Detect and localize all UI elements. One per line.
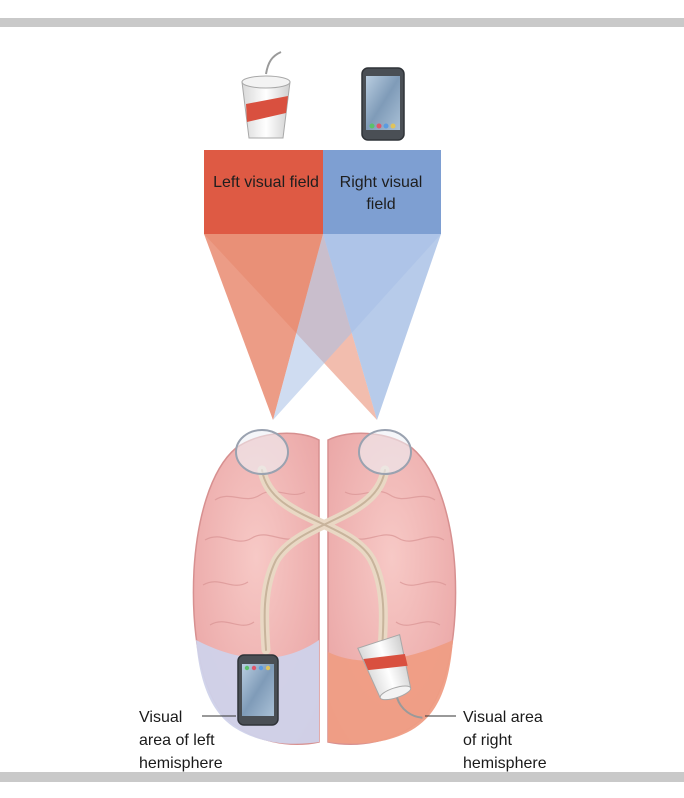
left-eye	[235, 429, 289, 475]
brain	[192, 432, 457, 745]
right-visual-field-box	[323, 150, 441, 234]
phone-icon	[361, 67, 405, 141]
right-eye	[358, 429, 412, 475]
left-visual-field-label: Left visual field	[213, 174, 319, 191]
optic-pathways	[257, 465, 390, 655]
cup-icon	[241, 51, 291, 139]
left-hemisphere-caption: Visual area of left hemisphere	[139, 709, 223, 772]
bottom-frame-bar	[0, 772, 684, 782]
left-visual-field-box	[204, 150, 323, 234]
top-frame-bar	[0, 18, 684, 27]
right-visual-field-label: Right visual field	[339, 174, 423, 213]
phone-in-left-hemisphere-icon	[237, 654, 279, 726]
cup-in-right-hemisphere-icon	[357, 634, 423, 719]
right-field-to-left-eye-cone	[273, 234, 441, 420]
right-hemisphere-caption: Visual area of right hemisphere	[463, 709, 547, 772]
